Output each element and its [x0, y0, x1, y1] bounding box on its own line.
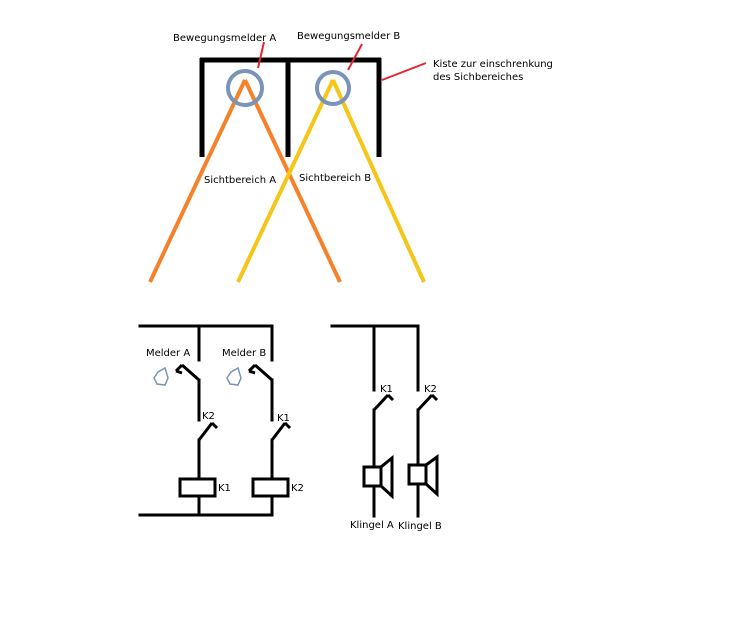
contact-k1-right-label: K1	[380, 384, 393, 395]
contact-k2-right	[416, 393, 439, 412]
sensor-a-label: Bewegungsmelder A	[173, 33, 276, 44]
bell-b-label: Klingel B	[398, 521, 442, 532]
motion-sensor-b-icon	[226, 366, 242, 386]
contact-k1-label: K1	[277, 413, 290, 424]
motion-sensor-a-icon	[153, 366, 169, 386]
coil-k1-label: K1	[218, 483, 231, 494]
contact-k2-left	[197, 421, 219, 441]
bell-a-label: Klingel A	[350, 520, 394, 531]
switch-b-label: Melder B	[222, 348, 266, 359]
bell-b-icon	[407, 454, 439, 498]
switch-melder-b	[247, 363, 273, 382]
sensor-a-icon	[226, 69, 264, 107]
view-b-label: Sichtbereich B	[299, 173, 371, 184]
coil-k1	[178, 477, 217, 498]
switch-melder-a	[174, 363, 200, 382]
sensor-b-icon	[315, 70, 351, 106]
coil-k2	[251, 477, 290, 498]
view-cone-b	[236, 79, 426, 283]
sensor-b-label: Bewegungsmelder B	[297, 31, 400, 42]
box-label-line2: des Sichbereiches	[433, 72, 523, 83]
switch-a-label: Melder A	[146, 348, 190, 359]
contact-k1-right	[372, 393, 395, 412]
sensor-box	[199, 57, 382, 157]
contact-k1-left	[270, 421, 292, 441]
left-circuit-wires	[138, 324, 274, 517]
contact-k2-right-label: K2	[424, 384, 437, 395]
view-a-label: Sichtbereich A	[204, 175, 276, 186]
view-cone-a	[148, 79, 342, 283]
coil-k2-label: K2	[291, 483, 304, 494]
label-pointers	[257, 41, 427, 81]
contact-k2-label: K2	[202, 411, 215, 422]
bell-a-icon	[362, 454, 394, 500]
box-label-line1: Kiste zur einschrenkung	[433, 59, 553, 70]
